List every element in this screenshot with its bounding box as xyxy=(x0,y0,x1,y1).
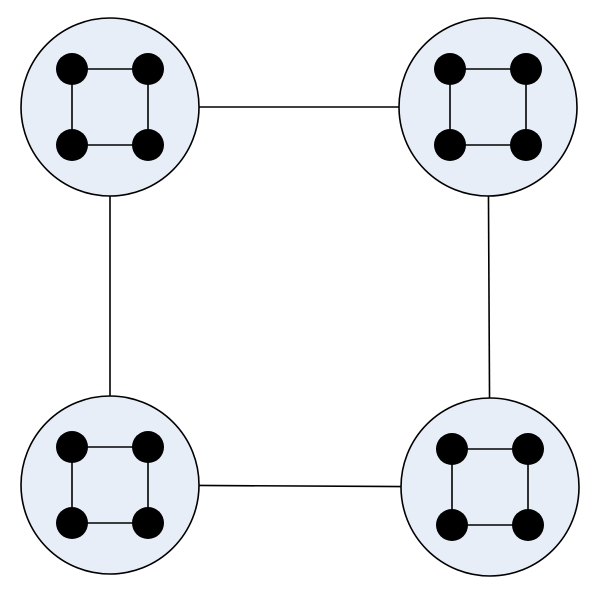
cluster-circle-bottom-right xyxy=(400,397,580,577)
clusters xyxy=(20,17,580,577)
cluster-circle-top-left xyxy=(20,17,200,197)
cluster-top-right xyxy=(398,17,578,197)
node-bottom-left-0 xyxy=(56,431,88,463)
node-top-right-0 xyxy=(434,53,466,85)
node-bottom-right-2 xyxy=(512,509,544,541)
node-top-left-3 xyxy=(56,129,88,161)
link-top-right-to-bottom-right xyxy=(487,195,491,399)
cluster-bottom-left xyxy=(20,395,200,575)
node-top-left-0 xyxy=(56,53,88,85)
node-bottom-left-2 xyxy=(132,507,164,539)
cluster-circle-top-right xyxy=(398,17,578,197)
cluster-links xyxy=(109,106,491,488)
node-bottom-right-1 xyxy=(512,433,544,465)
node-top-right-2 xyxy=(510,129,542,161)
node-bottom-left-1 xyxy=(132,431,164,463)
node-top-right-1 xyxy=(510,53,542,85)
cluster-bottom-right xyxy=(400,397,580,577)
cluster-circle-bottom-left xyxy=(20,395,200,575)
cluster-top-left xyxy=(20,17,200,197)
node-bottom-left-3 xyxy=(56,507,88,539)
node-top-right-3 xyxy=(434,129,466,161)
node-bottom-right-3 xyxy=(436,509,468,541)
link-bottom-right-to-bottom-left xyxy=(198,484,402,488)
node-top-left-2 xyxy=(132,129,164,161)
node-top-left-1 xyxy=(132,53,164,85)
node-bottom-right-0 xyxy=(436,433,468,465)
